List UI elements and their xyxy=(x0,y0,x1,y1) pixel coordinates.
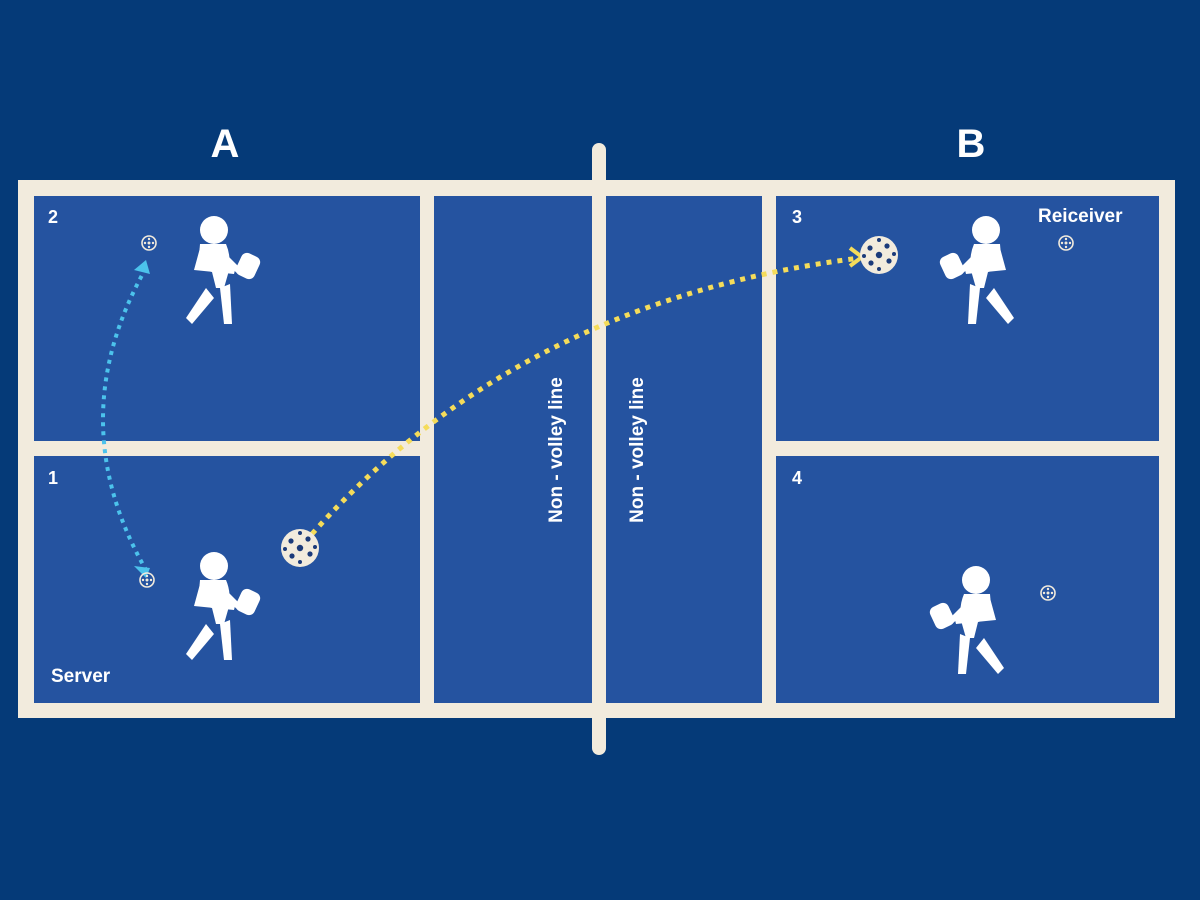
player-box-2 xyxy=(186,216,263,324)
rotation-path xyxy=(101,267,148,571)
served-ball xyxy=(281,529,319,567)
box-number-1: 1 xyxy=(48,468,59,488)
kitchen-right xyxy=(606,196,762,703)
player-box-3-receiver xyxy=(937,216,1014,324)
receiver-label: Reiceiver xyxy=(1038,206,1123,227)
serve-path xyxy=(310,255,861,536)
net xyxy=(592,143,606,755)
team-b-label: B xyxy=(956,122,986,166)
kitchen-left xyxy=(434,196,592,703)
service-box-3 xyxy=(776,196,1159,441)
player-box-4 xyxy=(927,566,1004,674)
server-label: Server xyxy=(51,666,111,687)
service-box-1 xyxy=(34,456,420,703)
ball-position-2 xyxy=(141,235,157,251)
received-ball xyxy=(860,236,898,274)
box-number-3: 3 xyxy=(792,207,803,227)
box-number-4: 4 xyxy=(792,468,803,488)
team-a-label: A xyxy=(210,122,240,166)
rotation-arrow-top xyxy=(134,260,150,274)
ball-position-4 xyxy=(1040,585,1056,601)
ball-position-1 xyxy=(139,572,155,588)
ball-position-3 xyxy=(1058,235,1074,251)
rotation-arrow-bottom xyxy=(134,566,150,578)
box-number-2: 2 xyxy=(48,207,59,227)
player-box-1-server xyxy=(186,552,263,660)
